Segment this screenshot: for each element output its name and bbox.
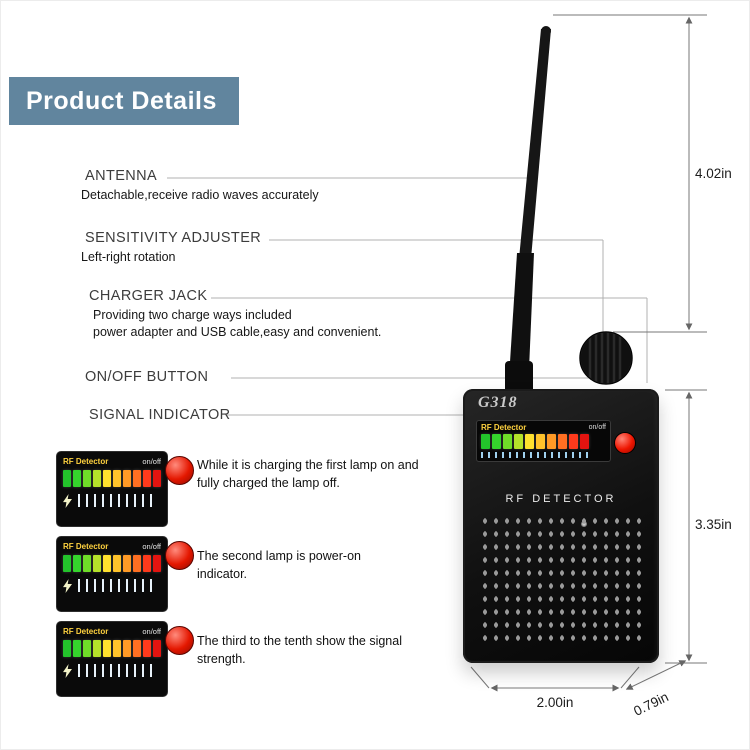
sensitivity-knob <box>579 331 633 385</box>
indicator-panel-1: RF Detector on/off <box>56 451 168 527</box>
callout-onoff-title: ON/OFF BUTTON <box>85 369 209 385</box>
antenna <box>505 26 551 393</box>
device-led-bars <box>481 434 606 449</box>
device-front-label: RF DETECTOR <box>505 493 617 505</box>
device-display-header: RF Detector on/off <box>481 423 606 432</box>
panel-2-onoff-label: on/off <box>142 542 161 551</box>
device-onoff-label: on/off <box>588 424 606 431</box>
power-lamp-2 <box>165 541 194 570</box>
panel-1-level-scale <box>78 494 158 507</box>
device-model-label: G318 <box>478 394 518 411</box>
dimension-body-height: 3.35in <box>695 517 732 532</box>
callout-antenna-desc: Detachable,receive radio waves accuratel… <box>81 188 319 202</box>
callout-sensitivity-desc: Left-right rotation <box>81 250 176 264</box>
callout-antenna-title: ANTENNA <box>85 168 158 184</box>
dim-line-body-depth <box>625 660 687 690</box>
rf-detector-device: G318 RF Detector on/off RF DETECTOR <box>463 389 659 663</box>
panel-2-led-bars <box>63 555 161 572</box>
panel-3-header: RF Detector on/off <box>63 627 161 636</box>
callout-charger-title: CHARGER JACK <box>89 288 208 304</box>
panel-3-led-bars <box>63 640 161 657</box>
antenna-lower-rod <box>508 253 534 393</box>
antenna-upper-rod <box>519 29 551 259</box>
speaker-grille <box>480 515 642 647</box>
antenna-base-connector <box>505 361 533 393</box>
panel-3-onoff-label: on/off <box>142 627 161 636</box>
lightning-icon <box>63 579 72 593</box>
knob-outline <box>579 331 633 385</box>
callout-signal-indicator: SIGNAL INDICATOR <box>89 407 231 423</box>
device-level-scale <box>481 452 593 458</box>
callout-sensitivity-title: SENSITIVITY ADJUSTER <box>85 230 262 246</box>
charging-lamp-1 <box>165 456 194 485</box>
page-title: Product Details <box>9 77 239 125</box>
lightning-icon <box>63 494 72 508</box>
indicator-panel-2: RF Detector on/off <box>56 536 168 612</box>
callout-charger-desc-line2: power adapter and USB cable,easy and con… <box>93 325 382 340</box>
device-display: RF Detector on/off <box>476 420 611 462</box>
callout-sensitivity-adjuster: SENSITIVITY ADJUSTER Left-right rotation <box>81 230 262 265</box>
dimension-lines <box>470 14 707 692</box>
panel-2-header: RF Detector on/off <box>63 542 161 551</box>
dimension-body-depth: 0.79in <box>631 689 671 719</box>
panel-3-caption: The third to the tenth show the signal s… <box>197 634 402 667</box>
panel-3-label: RF Detector <box>63 627 109 636</box>
panel-2-footer <box>63 579 161 593</box>
panel-1-caption: While it is charging the first lamp on a… <box>197 458 419 491</box>
panel-1-led-bars <box>63 470 161 487</box>
power-button <box>614 432 636 454</box>
callout-antenna: ANTENNA Detachable,receive radio waves a… <box>81 168 319 203</box>
callout-charger-desc-line1: Providing two charge ways included <box>93 308 292 322</box>
dimension-overall-height: 4.02in <box>695 166 732 181</box>
knob-ridges <box>588 332 622 384</box>
panel-2-caption: The second lamp is power-on indicator. <box>197 549 361 582</box>
panel-2-label: RF Detector <box>63 542 109 551</box>
indicator-panel-3: RF Detector on/off <box>56 621 168 697</box>
callout-lines <box>167 177 648 416</box>
lightning-icon <box>63 664 72 678</box>
dim-tick-width-left <box>470 666 490 689</box>
device-display-label: RF Detector <box>481 423 527 432</box>
signal-lamp-3 <box>165 626 194 655</box>
panel-3-footer <box>63 664 161 678</box>
panel-1-onoff-label: on/off <box>142 457 161 466</box>
callout-signal-title: SIGNAL INDICATOR <box>89 407 231 423</box>
dimension-body-width: 2.00in <box>537 695 574 710</box>
callout-onoff-button: ON/OFF BUTTON <box>85 369 208 385</box>
panel-1-label: RF Detector <box>63 457 109 466</box>
callout-charger-jack: CHARGER JACK Providing two charge ways i… <box>89 288 381 341</box>
panel-3-level-scale <box>78 664 158 677</box>
panel-1-header: RF Detector on/off <box>63 457 161 466</box>
panel-2-level-scale <box>78 579 158 592</box>
panel-1-footer <box>63 494 161 508</box>
